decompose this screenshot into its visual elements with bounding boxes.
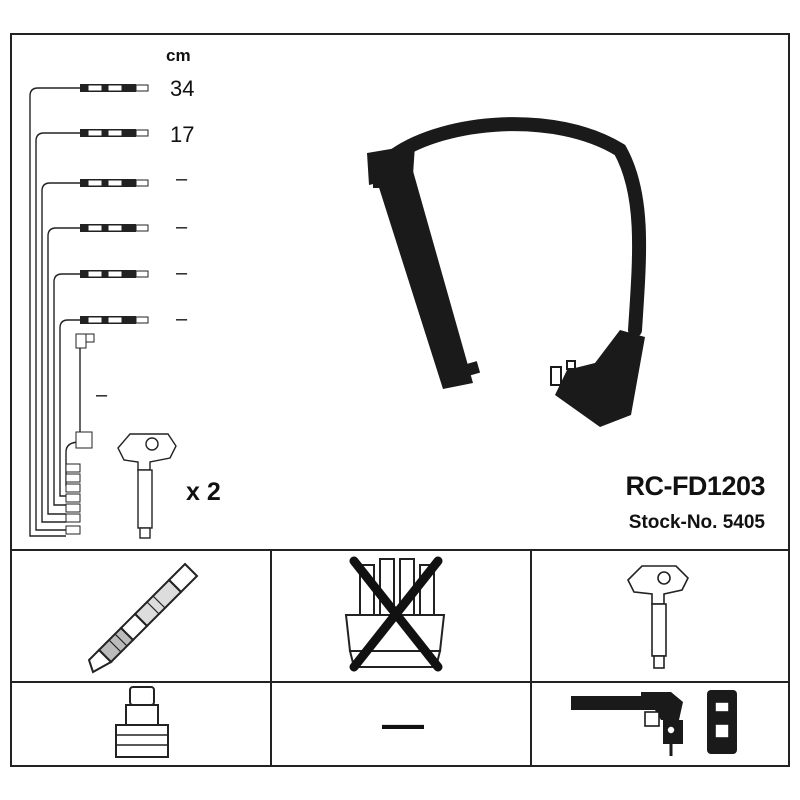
product-sheet bbox=[10, 33, 790, 767]
lead-length-6: – bbox=[176, 308, 188, 330]
angled-connector-icon bbox=[571, 690, 737, 756]
lead-set-schematic bbox=[29, 84, 177, 539]
column-divider-right bbox=[530, 549, 532, 765]
lead-length-5: – bbox=[176, 262, 188, 284]
lead-length-7: – bbox=[96, 384, 108, 406]
row-divider-bottom bbox=[12, 681, 788, 683]
coil-boot-icon bbox=[627, 565, 689, 669]
boot-connector-icon bbox=[115, 686, 169, 758]
lead-length-4: – bbox=[176, 216, 188, 238]
distributor-cap-crossed-icon bbox=[344, 556, 446, 672]
spark-plug-icon bbox=[87, 562, 199, 674]
empty-cell-dash: — bbox=[382, 700, 424, 747]
length-unit-label: cm bbox=[166, 46, 191, 65]
row-divider-top bbox=[12, 549, 788, 551]
stock-number: Stock-No. 5405 bbox=[628, 512, 765, 533]
quantity-label: x 2 bbox=[186, 478, 221, 506]
lead-length-3: – bbox=[176, 168, 188, 190]
lead-length-1: 34 bbox=[170, 76, 195, 101]
lead-length-2: 17 bbox=[170, 122, 195, 147]
column-divider-left bbox=[270, 549, 272, 765]
ignition-lead-illustration bbox=[367, 117, 647, 427]
model-number: RC-FD1203 bbox=[625, 471, 765, 501]
